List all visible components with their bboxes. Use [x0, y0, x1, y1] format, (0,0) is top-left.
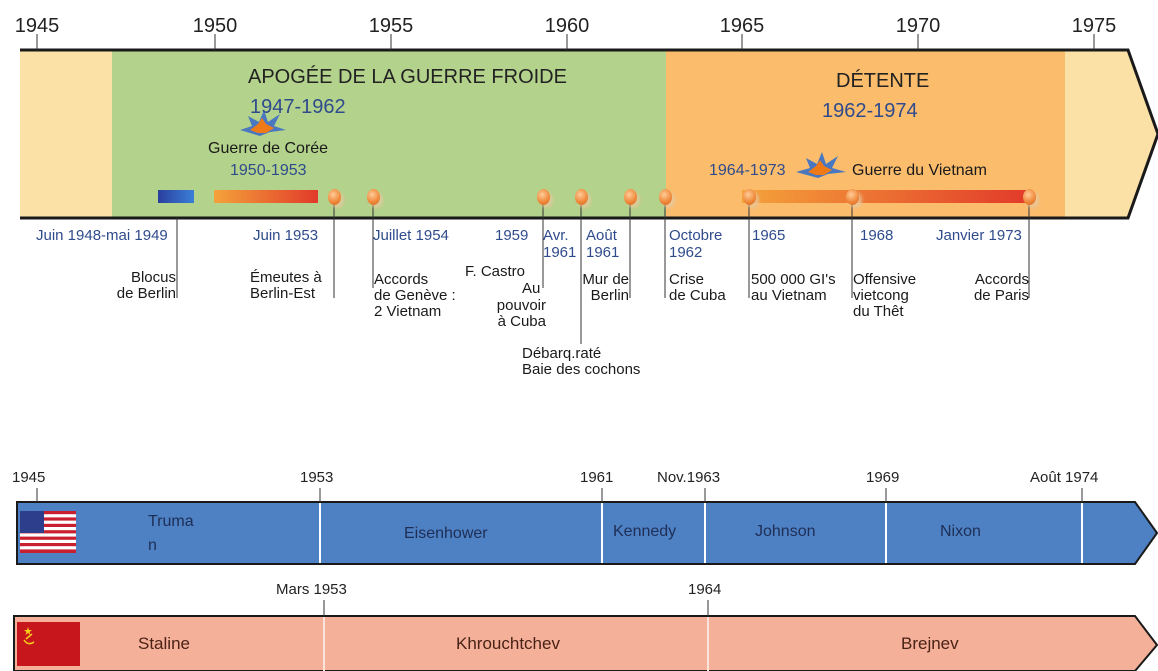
event-castro-a: F. Castro: [465, 263, 526, 280]
date-label-juillet1954: Juillet 1954: [373, 227, 449, 244]
ussr-tick-1964: 1964: [688, 581, 722, 598]
us-tick-1953: 1953: [300, 469, 334, 486]
event-thet: Offensive vietcong du Thêt: [853, 271, 917, 320]
event-marker-avr1961: [575, 189, 588, 205]
us-tick-aout1974: Août 1974: [1030, 469, 1099, 486]
us-tick-1969: 1969: [866, 469, 900, 486]
korea-war-label: Guerre de Corée: [208, 140, 329, 157]
event-marker-1968: [846, 189, 859, 205]
date-label-avr1961-b: 1961: [543, 244, 577, 261]
date-label-aout1961-b: 1961: [586, 244, 620, 261]
event-geneve: Accords de Genève : 2 Vietnam: [374, 271, 456, 320]
vietnam-war-label: Guerre du Vietnam: [852, 162, 987, 179]
date-label-juin1953: Juin 1953: [253, 227, 319, 244]
date-label-oct1962-a: Octobre: [669, 227, 723, 244]
event-castro-b: Au: [522, 280, 541, 297]
cold-war-band: [112, 50, 666, 218]
ussr-tick-mars1953: Mars 1953: [276, 581, 347, 598]
event-cochons: Débarq.raté Baie des cochons: [522, 345, 641, 378]
event-marker-janv1973: [1023, 189, 1036, 205]
year-label: 1945: [14, 15, 60, 37]
date-label-avr1961-a: Avr.: [543, 227, 569, 244]
date-label-1959: 1959: [495, 227, 529, 244]
president-kennedy: Kennedy: [613, 523, 677, 540]
event-marker-1965: [743, 189, 756, 205]
year-label: 1970: [895, 15, 941, 37]
explosion-icon: [240, 110, 286, 136]
leader-khrouchtchev: Khrouchtchev: [456, 634, 560, 653]
date-label-aout1961-a: Août: [586, 227, 617, 244]
detente-band: [666, 50, 1065, 218]
us-tick-1961: 1961: [580, 469, 614, 486]
event-castro-c: pouvoir à Cuba: [496, 297, 546, 330]
event-gis: 500 000 GI's au Vietnam: [751, 271, 836, 304]
date-label-1965: 1965: [752, 227, 786, 244]
detente-title: DÉTENTE: [836, 70, 930, 92]
leader-staline: Staline: [138, 634, 190, 653]
president-truman-b: n: [148, 537, 157, 554]
event-blocus: Blocus de Berlin: [116, 269, 176, 302]
korea-war-range: 1950-1953: [230, 162, 307, 179]
event-marker-oct1962: [659, 189, 672, 205]
post-period-band: [1065, 50, 1158, 218]
event-emeutes: Émeutes à Berlin-Est: [250, 269, 322, 302]
cold-war-title: APOGÉE DE LA GUERRE FROIDE: [248, 66, 567, 88]
event-marker-1959: [537, 189, 550, 205]
pre-period-band: [20, 50, 112, 218]
president-truman-a: Truma: [148, 513, 194, 530]
year-label: 1975: [1071, 15, 1117, 37]
soviet-flag-icon: [17, 622, 80, 666]
event-paris: Accords de Paris: [973, 271, 1029, 304]
detente-range: 1962-1974: [822, 100, 918, 122]
explosion-icon: [796, 152, 846, 178]
year-label: 1950: [192, 15, 238, 37]
year-label: 1955: [368, 15, 414, 37]
cold-war-range: 1947-1962: [250, 96, 346, 118]
event-marker-juillet1954: [367, 189, 380, 205]
vietnam-war-bar: [742, 190, 1030, 203]
president-johnson: Johnson: [755, 523, 816, 540]
vietnam-war-range: 1964-1973: [709, 162, 786, 179]
date-label-berlin: Juin 1948-mai 1949: [36, 227, 168, 244]
president-eisenhower: Eisenhower: [404, 525, 488, 542]
year-label: 1965: [719, 15, 765, 37]
event-marker-aout1961: [624, 189, 637, 205]
event-connectors: [176, 200, 1030, 344]
event-mur: Mur de Berlin: [582, 271, 629, 304]
berlin-blockade-bar: [158, 190, 194, 203]
us-tick-nov1963: Nov.1963: [657, 469, 721, 486]
us-tick-1945: 1945: [12, 469, 46, 486]
arrow-outline: [20, 48, 1158, 220]
date-label-1968: 1968: [860, 227, 894, 244]
korea-war-bar: [214, 190, 318, 203]
date-label-oct1962-b: 1962: [669, 244, 703, 261]
leader-brejnev: Brejnev: [901, 634, 959, 653]
event-marker-juin1953: [328, 189, 341, 205]
year-label: 1960: [544, 15, 590, 37]
president-nixon: Nixon: [940, 523, 981, 540]
date-label-janv1973: Janvier 1973: [936, 227, 1022, 244]
year-ticks: [36, 34, 1095, 50]
us-flag-icon: [20, 511, 76, 553]
event-cuba: Crise de Cuba: [669, 271, 726, 304]
